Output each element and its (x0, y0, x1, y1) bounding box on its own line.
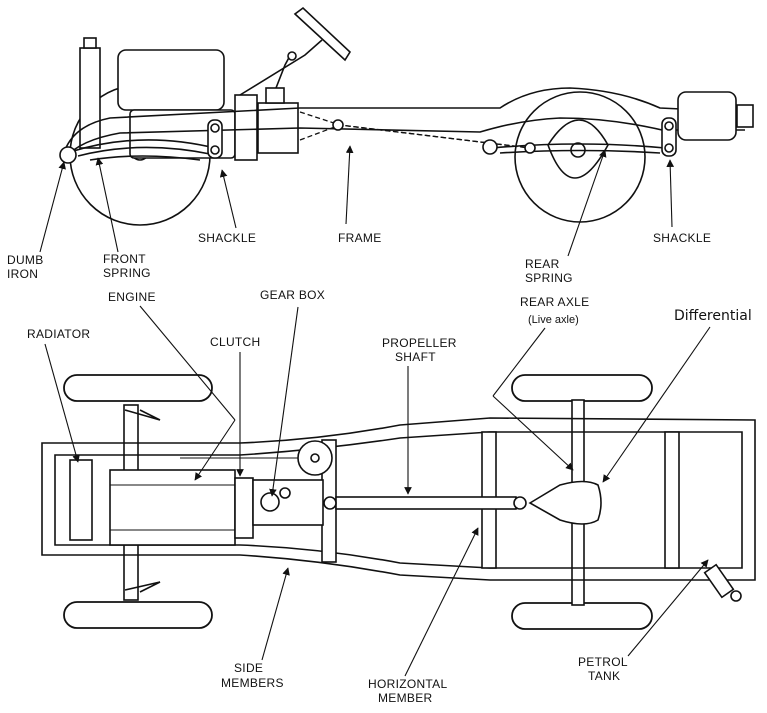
label-side-members-1: SIDE (234, 661, 263, 675)
label-dumb-iron-1: DUMB (7, 253, 44, 267)
plan-view-labels: ENGINE GEAR BOX REAR AXLE (Live axle) Di… (27, 288, 752, 705)
differential-plan (528, 480, 602, 525)
engine-side (117, 49, 225, 111)
dumb-iron (59, 146, 77, 164)
rear-tyre-right (511, 602, 653, 630)
label-rear-spring-1: REAR (525, 257, 560, 271)
label-horizontal-member-1: HORIZONTAL (368, 677, 447, 691)
label-propeller-2: SHAFT (395, 350, 436, 364)
radiator-plan (69, 459, 93, 541)
engine-plan (109, 469, 236, 546)
label-live-axle: (Live axle) (528, 314, 579, 326)
front-tyre-left (63, 374, 213, 402)
label-differential: Differential (674, 308, 752, 324)
label-petrol-tank-1: PETROL (578, 655, 628, 669)
label-propeller-1: PROPELLER (382, 336, 457, 350)
label-shackle-front: SHACKLE (198, 231, 256, 245)
label-front-spring-2: SPRING (103, 266, 151, 280)
label-radiator: RADIATOR (27, 327, 90, 341)
clutch-plan (234, 477, 254, 539)
label-gear-box: GEAR BOX (260, 288, 325, 302)
rear-tyre-left (511, 374, 653, 402)
clutch-housing-side (234, 94, 258, 161)
label-dumb-iron-2: IRON (7, 267, 38, 281)
label-horizontal-member-2: MEMBER (378, 691, 433, 705)
plan-view (41, 374, 756, 630)
front-tyre-right (63, 601, 213, 629)
side-view (59, 6, 754, 226)
radiator-side (79, 47, 101, 149)
frame-top-line (64, 87, 746, 151)
label-rear-spring-2: SPRING (525, 271, 573, 285)
label-petrol-tank-2: TANK (588, 669, 620, 683)
steering-wheel-side (293, 6, 352, 62)
label-shackle-rear: SHACKLE (653, 231, 711, 245)
gearbox-top (265, 87, 285, 104)
steering-column (239, 39, 323, 96)
radiator-cap (83, 37, 97, 49)
front-spring (69, 139, 216, 153)
petrol-tank-side (677, 91, 737, 141)
frame-inner (54, 431, 743, 569)
label-frame: FRAME (338, 231, 382, 245)
frame-outline (41, 417, 756, 581)
rear-cross-member (664, 431, 680, 569)
frame-bottom-line (64, 117, 745, 159)
label-side-members-2: MEMBERS (221, 676, 284, 690)
label-rear-axle: REAR AXLE (520, 295, 589, 309)
propeller-shaft-plan (335, 496, 517, 510)
label-clutch: CLUTCH (210, 335, 260, 349)
label-front-spring-1: FRONT (103, 252, 146, 266)
label-engine: ENGINE (108, 290, 156, 304)
petrol-tank-plan (703, 563, 735, 599)
side-view-labels: DUMB IRON FRONT SPRING SHACKLE FRAME REA… (7, 145, 711, 285)
